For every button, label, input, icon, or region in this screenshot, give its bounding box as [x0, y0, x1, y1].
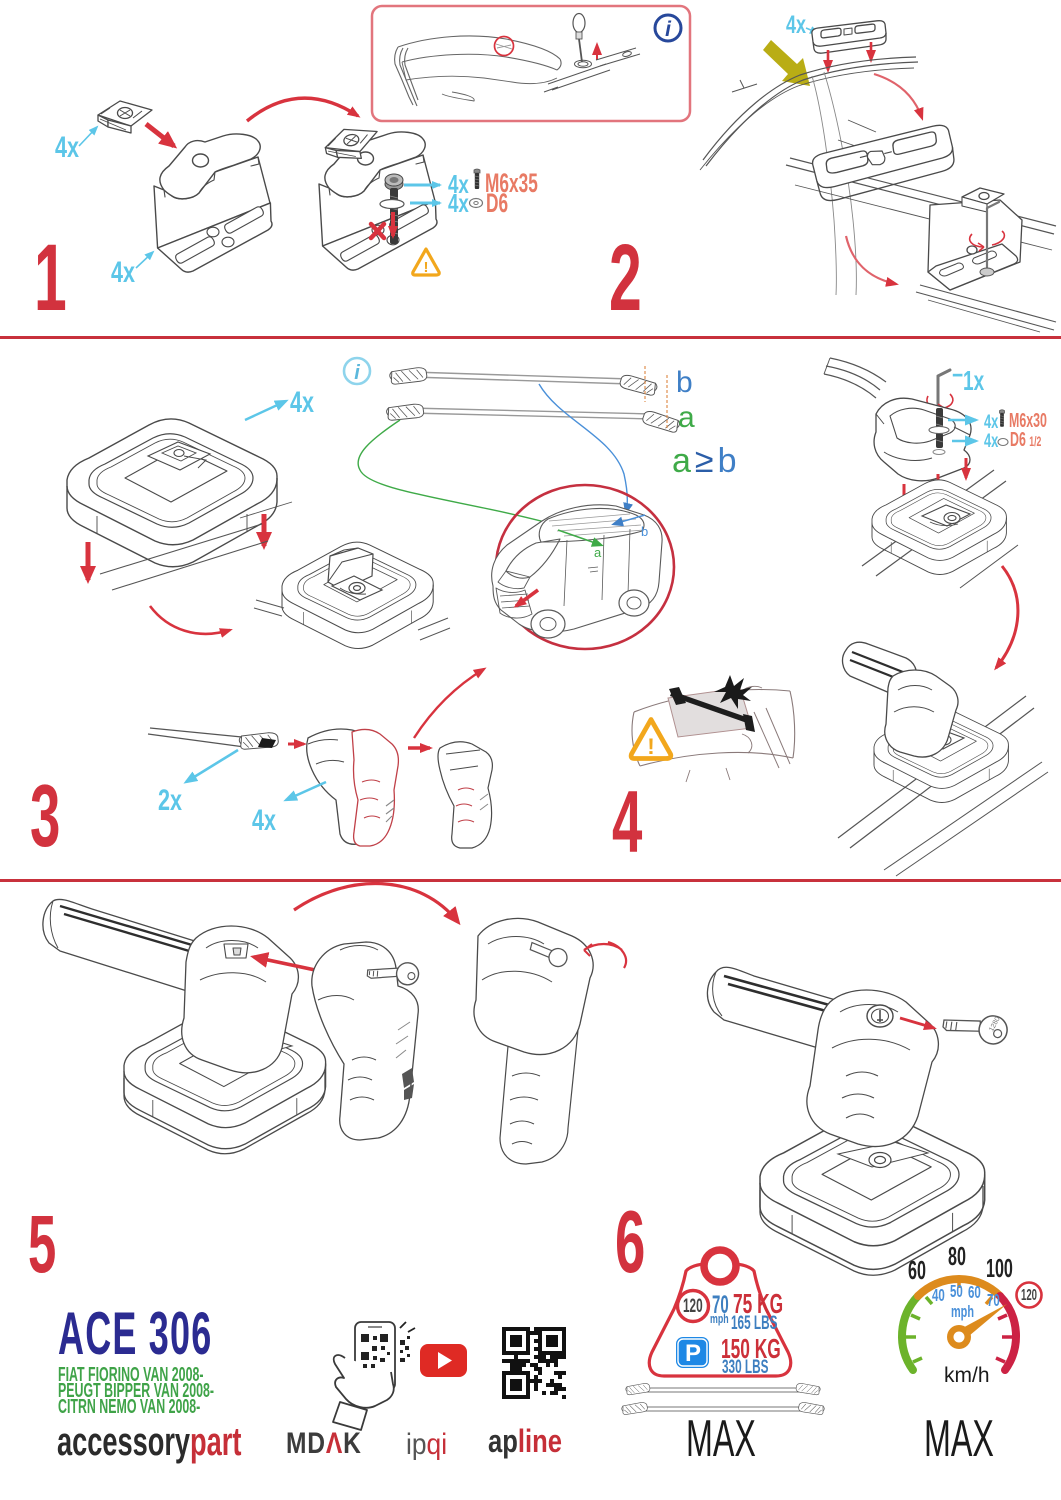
svg-text:−: − [952, 361, 963, 389]
svg-text:i: i [665, 18, 672, 41]
svg-text:70: 70 [987, 1291, 1000, 1311]
svg-text:ACE 306: ACE 306 [58, 1301, 212, 1368]
svg-text:apline: apline [488, 1424, 562, 1459]
svg-text:mph: mph [710, 1312, 729, 1326]
svg-text:330 LBS: 330 LBS [722, 1357, 768, 1377]
svg-text:4x: 4x [290, 384, 314, 418]
svg-text:MDΛK: MDΛK [286, 1426, 362, 1460]
svg-text:5: 5 [28, 1199, 56, 1290]
svg-text:4x: 4x [448, 169, 469, 199]
svg-text:3: 3 [30, 767, 60, 866]
svg-text:80: 80 [948, 1241, 966, 1271]
svg-text:4x: 4x [984, 431, 998, 452]
svg-text:P: P [685, 1340, 701, 1367]
svg-text:MAX: MAX [686, 1410, 756, 1468]
svg-text:70: 70 [712, 1291, 729, 1319]
svg-text:120: 120 [683, 1296, 703, 1316]
svg-text:2: 2 [609, 223, 642, 330]
svg-text:b: b [641, 524, 648, 539]
svg-text:40: 40 [932, 1286, 945, 1306]
svg-text:a: a [594, 545, 602, 560]
svg-text:60: 60 [968, 1283, 981, 1303]
svg-text:b: b [676, 366, 693, 399]
svg-text:accessorypart: accessorypart [57, 1420, 241, 1464]
svg-text:M6x30: M6x30 [1009, 409, 1047, 432]
svg-text:mph: mph [951, 1303, 974, 1322]
svg-text:4x: 4x [984, 412, 998, 433]
svg-text:120: 120 [1021, 1285, 1037, 1303]
svg-text:CITRN NEMO VAN 2008-: CITRN NEMO VAN 2008- [58, 1395, 200, 1418]
svg-text:4x: 4x [448, 188, 469, 218]
svg-text:km/h: km/h [944, 1364, 990, 1387]
svg-text:165 LBS: 165 LBS [731, 1313, 777, 1333]
svg-text:50: 50 [950, 1282, 963, 1302]
svg-text:2x: 2x [158, 782, 182, 816]
svg-text:75 KG: 75 KG [733, 1288, 783, 1319]
svg-text:4x: 4x [252, 802, 276, 836]
svg-text:M6x35: M6x35 [485, 167, 538, 198]
svg-text:MAX: MAX [924, 1410, 994, 1468]
svg-text:4x: 4x [55, 129, 79, 163]
svg-text:100: 100 [986, 1253, 1013, 1283]
svg-text:PEUGT BIPPER VAN 2008-: PEUGT BIPPER VAN 2008- [58, 1379, 214, 1402]
svg-text:1: 1 [34, 223, 67, 330]
svg-text:60: 60 [908, 1255, 926, 1285]
svg-text:D6: D6 [486, 187, 508, 218]
svg-text:ipqi: ipqi [406, 1426, 447, 1460]
svg-text:i: i [354, 362, 360, 384]
svg-text:4x: 4x [111, 254, 135, 288]
svg-text:a: a [678, 401, 695, 434]
svg-text:4x: 4x [786, 10, 806, 39]
svg-text:1x: 1x [963, 365, 985, 397]
svg-text:4: 4 [612, 773, 643, 872]
svg-text:150 KG: 150 KG [721, 1333, 781, 1364]
svg-text:6: 6 [615, 1193, 645, 1292]
svg-text:FIAT FIORINO VAN 2008-: FIAT FIORINO VAN 2008- [58, 1363, 203, 1386]
svg-text:D6 1/2: D6 1/2 [1010, 428, 1041, 451]
svg-text:a≥b: a≥b [672, 442, 741, 480]
